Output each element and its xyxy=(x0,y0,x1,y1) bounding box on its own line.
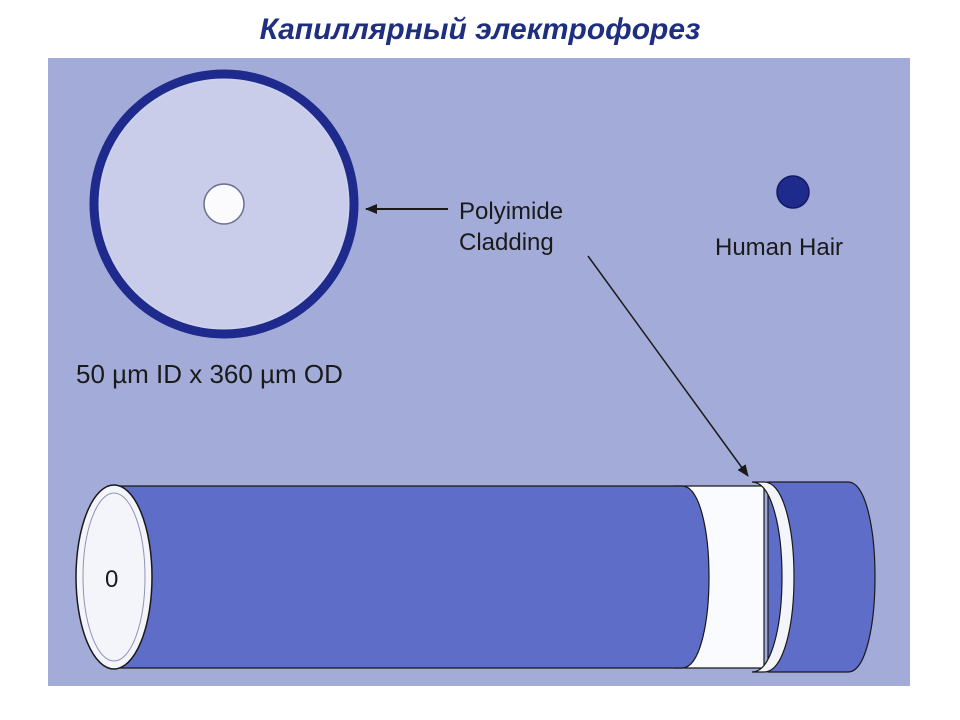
tube-end-bore-mark: 0 xyxy=(105,566,118,593)
capillary-diagram: Polyimide Cladding Human Hair 50 µm ID x… xyxy=(75,69,876,673)
cladding-tube-arrow xyxy=(587,255,749,477)
tube-left-end-inner-rim xyxy=(82,492,146,662)
capillary-cross-section xyxy=(89,69,359,339)
polyimide-label-line2: Cladding xyxy=(459,229,554,256)
tube-left-end-face xyxy=(75,484,153,670)
tube-cladding-rim xyxy=(751,481,795,673)
tube-main-cladding-body xyxy=(107,485,710,669)
dimensions-label: 50 µm ID x 360 µm OD xyxy=(76,359,343,389)
capillary-tube: 0 xyxy=(75,481,876,673)
human-hair-dot xyxy=(776,175,810,209)
inner-bore xyxy=(203,183,245,225)
human-hair-label: Human Hair xyxy=(715,234,843,261)
tube-right-cladding-segment xyxy=(767,481,876,673)
slide-title: Капиллярный электрофорез xyxy=(259,13,701,46)
diagram-panel: Polyimide Cladding Human Hair 50 µm ID x… xyxy=(48,58,910,686)
polyimide-label-line1: Polyimide xyxy=(459,198,563,225)
